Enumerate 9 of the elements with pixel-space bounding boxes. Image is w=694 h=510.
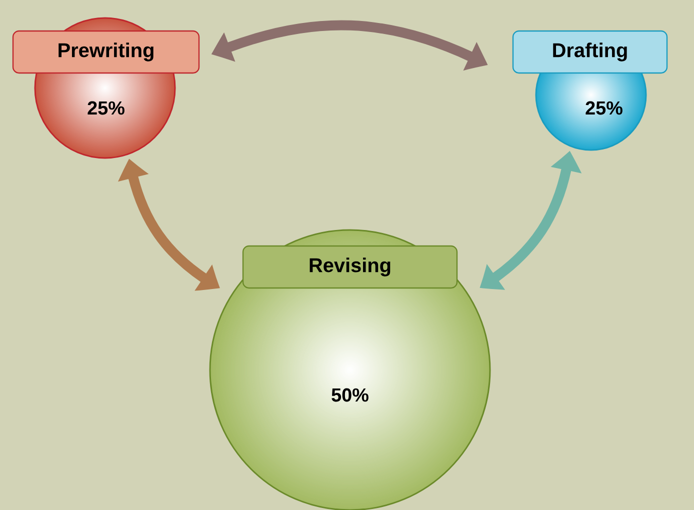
heading-tab: Revising bbox=[242, 245, 458, 289]
percentage-label: 50% bbox=[332, 388, 368, 402]
percentage-label: 25% bbox=[88, 101, 124, 115]
double-arrow bbox=[480, 152, 580, 290]
heading-tab: Prewriting bbox=[12, 30, 200, 74]
double-arrow bbox=[120, 160, 219, 290]
double-arrow bbox=[212, 20, 487, 70]
heading-tab: Drafting bbox=[512, 30, 668, 74]
percentage-label: 25% bbox=[586, 101, 622, 115]
